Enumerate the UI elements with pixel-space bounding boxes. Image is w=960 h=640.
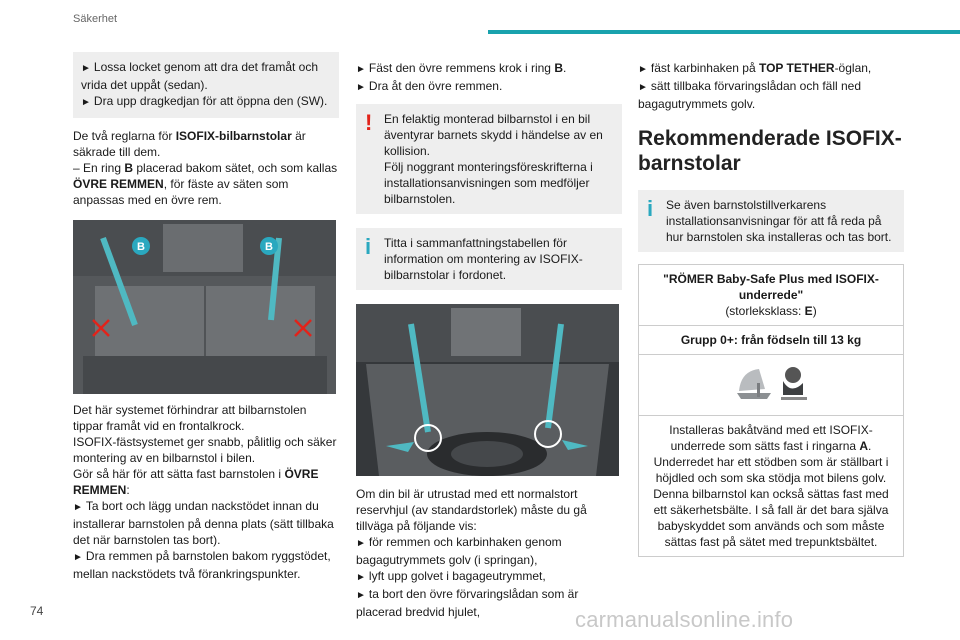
seat-image-cell <box>639 355 903 416</box>
instruction-step: ►ta bort den övre förvaringslådan som är… <box>356 587 579 619</box>
description-cell: Installeras bakåtvänd med ett ISOFIX-und… <box>639 416 903 556</box>
trunk-seatback-illustration: B B <box>73 220 336 394</box>
arrow-bullet-icon: ► <box>356 64 366 75</box>
seat-name: "RÖMER Baby-Safe Plus med ISOFIX-underre… <box>663 272 879 302</box>
paragraph: Gör så här för att sätta fast barnstolen… <box>73 467 319 497</box>
info-icon: i <box>647 196 654 221</box>
instruction-step: ►Dra åt den övre remmen. <box>356 79 503 93</box>
description-line: Underredet har ett stödben som är ställb… <box>653 455 889 485</box>
child-seat-table: "RÖMER Baby-Safe Plus med ISOFIX-underre… <box>638 264 904 557</box>
paragraph: Det här systemet förhindrar att bilbarns… <box>73 403 307 433</box>
baby-seat-icon <box>737 367 807 400</box>
description-line: Denna bilbarnstol kan också sättas fast … <box>653 487 889 549</box>
page-number: 74 <box>30 604 44 618</box>
paragraph: ISOFIX-fästsystemet ger snabb, pålitlig … <box>73 435 337 465</box>
trunk-floor-photo <box>356 304 619 476</box>
description-line: Installeras bakåtvänd med ett ISOFIX-und… <box>669 423 873 453</box>
instruction-step: ►Fäst den övre remmens krok i ring B. <box>356 61 567 75</box>
arrow-bullet-icon: ► <box>356 572 366 583</box>
seat-name-cell: "RÖMER Baby-Safe Plus med ISOFIX-underre… <box>639 265 903 326</box>
instruction-step: ►fäst karbinhaken på TOP TETHER-öglan, <box>638 61 872 75</box>
instruction-step: ►sätt tillbaka förvaringslådan och fäll … <box>638 79 862 111</box>
cross-mark-icon <box>92 319 312 337</box>
top-tether-photo: B B <box>73 220 336 394</box>
anchor-highlight-icon <box>414 424 442 452</box>
paragraph: De två reglarna för ISOFIX-bilbarnstolar… <box>73 129 306 159</box>
watermark-text: carmanualsonline.info <box>575 607 794 632</box>
warning-box: ! En felaktig monterad bilbarnstol i en … <box>356 104 622 214</box>
info-box: i Titta i sammanfattningstabellen för in… <box>356 228 622 290</box>
instruction-step: ►lyft upp golvet i bagageutrymmet, <box>356 569 546 583</box>
arrow-bullet-icon: ► <box>638 64 648 75</box>
group-cell: Grupp 0+: från födseln till 13 kg <box>639 326 903 355</box>
arrow-bullet-icon: ► <box>356 82 366 93</box>
ring-b-label: B <box>137 241 145 253</box>
arrow-bullet-icon: ► <box>73 502 83 513</box>
instruction-step: ►Lossa locket genom att dra det framåt o… <box>81 60 319 92</box>
instruction-step: ►Dra upp dragkedjan för att öppna den (S… <box>81 94 328 108</box>
arrow-bullet-icon: ► <box>356 590 366 601</box>
column-1: ►Lossa locket genom att dra det framåt o… <box>73 52 339 582</box>
arrow-bullet-icon: ► <box>356 538 366 549</box>
size-class: (storleksklass: E) <box>725 304 817 318</box>
paragraph: – En ring B placerad bakom sätet, och so… <box>73 161 338 207</box>
arrow-bullet-icon: ► <box>73 552 83 563</box>
info-box: i Se även barnstolstillverkarens install… <box>638 190 904 252</box>
section-heading: Rekommenderade ISOFIX-barnstolar <box>638 127 902 175</box>
trunk-floor-illustration <box>356 304 619 476</box>
anchor-highlight-icon <box>534 420 562 448</box>
section-title: Säkerhet <box>73 13 118 25</box>
column-2: ►Fäst den övre remmens krok i ring B. ►D… <box>356 60 622 620</box>
arrow-bullet-icon: ► <box>81 63 91 74</box>
instruction-step: ►Ta bort och lägg undan nackstödet innan… <box>73 499 334 547</box>
column-3: ►fäst karbinhaken på TOP TETHER-öglan, ►… <box>638 60 904 557</box>
instruction-box: ►Lossa locket genom att dra det framåt o… <box>73 52 339 118</box>
instruction-step: ►Dra remmen på barnstolen bakom ryggstöd… <box>73 549 331 581</box>
info-icon: i <box>365 234 372 259</box>
warning-exclamation-icon: ! <box>365 110 373 135</box>
ring-b-label: B <box>265 241 273 253</box>
header-accent-bar <box>488 30 960 34</box>
paragraph: Om din bil är utrustad med ett normalsto… <box>356 487 587 533</box>
arrow-bullet-icon: ► <box>81 97 91 108</box>
instruction-step: ►för remmen och karbinhaken genom bagagu… <box>356 535 562 567</box>
arrow-bullet-icon: ► <box>638 82 648 93</box>
